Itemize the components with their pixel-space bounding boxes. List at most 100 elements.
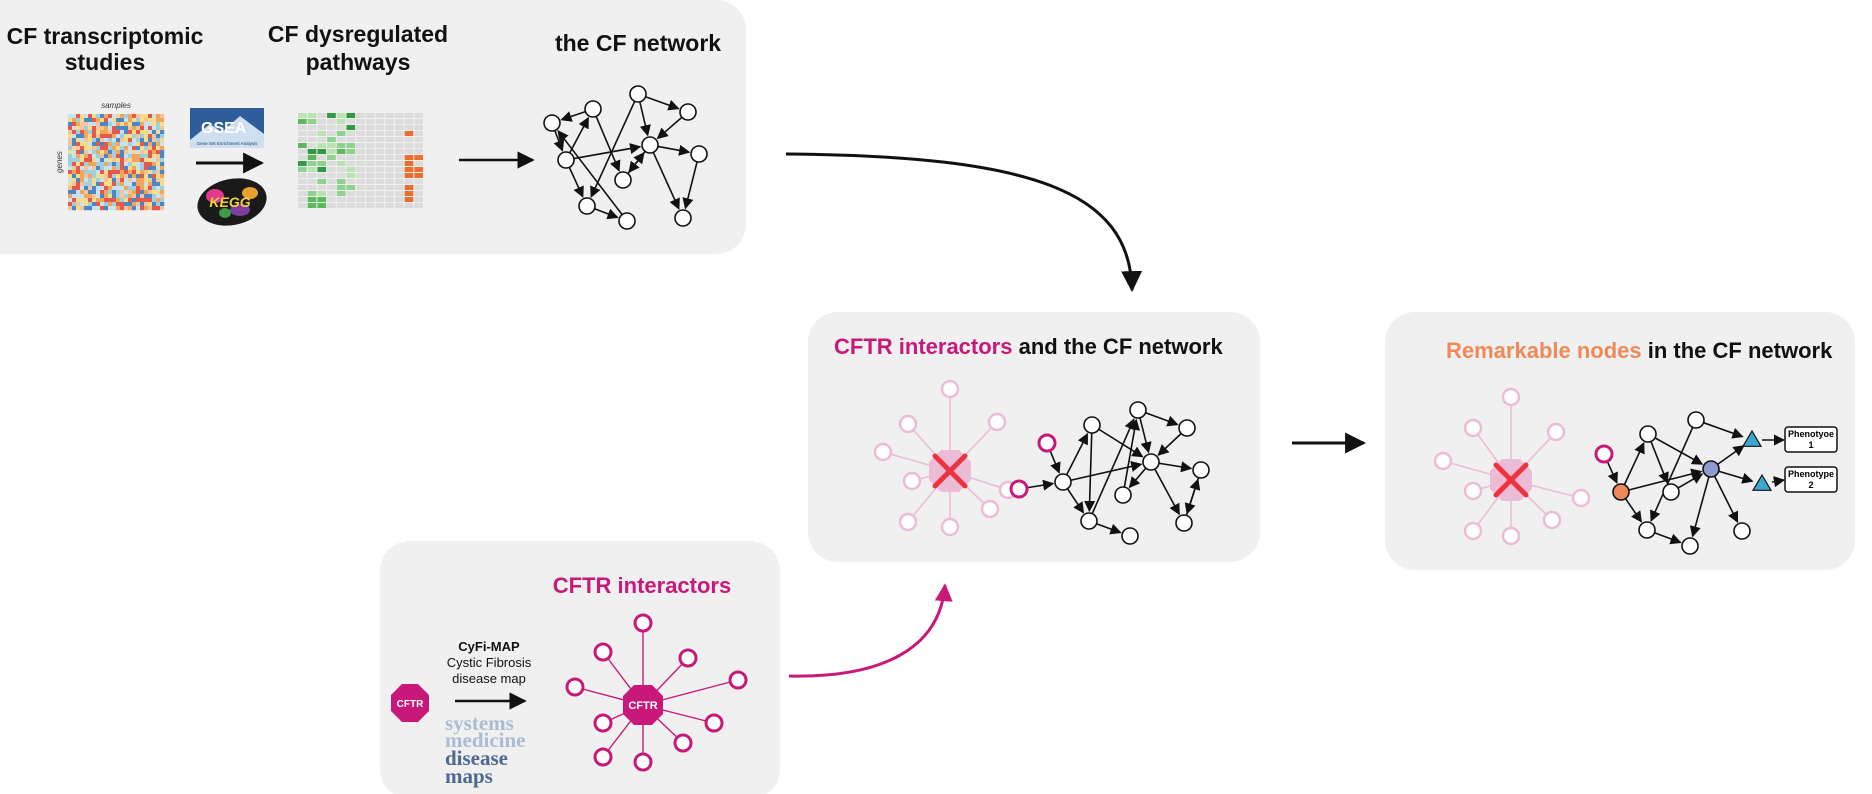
heatmap-cell bbox=[148, 182, 153, 187]
heatmap-cell bbox=[156, 182, 161, 187]
heatmap-cell bbox=[80, 150, 85, 155]
interactor-node bbox=[678, 648, 698, 668]
heatmap-cell bbox=[140, 150, 145, 155]
svg-text:maps: maps bbox=[445, 764, 493, 788]
interactor-node bbox=[593, 713, 613, 733]
heatmap-cell bbox=[112, 142, 117, 147]
pathway-cell bbox=[336, 203, 346, 208]
pathway-cell bbox=[375, 185, 385, 190]
heatmap-cell bbox=[92, 114, 97, 119]
heatmap-cell bbox=[96, 158, 101, 163]
heatmap-cell bbox=[84, 186, 89, 191]
heatmap-cell bbox=[148, 174, 153, 179]
interactor-node bbox=[728, 670, 748, 690]
heatmap-cell bbox=[84, 158, 89, 163]
network-edge bbox=[1070, 460, 1143, 482]
heatmap-cell bbox=[148, 146, 153, 151]
flow-arrow-interactors-to-merged bbox=[788, 583, 953, 678]
network-node bbox=[584, 100, 602, 118]
pathway-cell bbox=[307, 125, 317, 130]
pathway-cell bbox=[394, 149, 404, 154]
heatmap-cell bbox=[128, 118, 133, 123]
heatmap-cell bbox=[160, 174, 165, 179]
pathway-cell bbox=[327, 137, 336, 142]
heatmap-cell bbox=[108, 198, 113, 203]
heatmap-cell bbox=[112, 206, 117, 211]
network-edge bbox=[657, 144, 691, 156]
faded-interactor-node bbox=[873, 442, 893, 462]
heatmap-cell bbox=[72, 166, 77, 171]
heatmap-cell bbox=[152, 206, 157, 211]
heatmap-cell bbox=[76, 174, 81, 179]
heatmap-cell bbox=[140, 134, 145, 139]
pathway-cell bbox=[298, 173, 307, 178]
pathway-cell bbox=[356, 179, 365, 184]
pathway-cell bbox=[365, 161, 375, 166]
heatmap-cell bbox=[132, 158, 137, 163]
heatmap-cell bbox=[144, 190, 149, 195]
heatmap-cell bbox=[148, 158, 153, 163]
heatmap-cell bbox=[92, 190, 97, 195]
heatmap-cell bbox=[120, 122, 125, 127]
heatmap-cell bbox=[124, 134, 129, 139]
red-x-stroke bbox=[1493, 462, 1529, 498]
svg-text:Gene Set Enrichment Analysis: Gene Set Enrichment Analysis bbox=[197, 141, 259, 146]
heatmap-cell bbox=[128, 114, 133, 119]
heatmap-cell bbox=[96, 162, 101, 167]
heatmap-cell bbox=[76, 198, 81, 203]
pathway-cell bbox=[394, 179, 404, 184]
heatmap-cell bbox=[92, 158, 97, 163]
pathway-cell bbox=[346, 197, 356, 202]
faded-interactor-node bbox=[940, 517, 960, 537]
heatmap-cell bbox=[92, 118, 97, 123]
heatmap-cell bbox=[132, 126, 137, 131]
heatmap-cell bbox=[96, 118, 101, 123]
heatmap-cell bbox=[72, 150, 77, 155]
heatmap-cell bbox=[144, 202, 149, 207]
heatmap-cell bbox=[124, 178, 129, 183]
pathway-cell bbox=[298, 167, 307, 172]
pathway-cell bbox=[365, 143, 375, 148]
network-edge bbox=[1689, 476, 1710, 538]
heatmap-cell bbox=[132, 186, 137, 191]
heatmap-cell bbox=[92, 178, 97, 183]
pathway-cell bbox=[356, 167, 365, 172]
pathway-cell bbox=[327, 119, 336, 124]
heatmap-cell bbox=[152, 138, 157, 143]
pathway-cell bbox=[307, 143, 317, 148]
cf-network-graph bbox=[543, 85, 708, 230]
pathway-cell bbox=[385, 113, 394, 118]
heatmap-cell bbox=[144, 158, 149, 163]
faded-interactor-node bbox=[1546, 422, 1566, 442]
heatmap-cell bbox=[108, 202, 113, 207]
heatmap-cell bbox=[132, 118, 137, 123]
heatmap-cell bbox=[120, 186, 125, 191]
pathway-cell bbox=[336, 161, 346, 166]
heatmap-cell bbox=[108, 190, 113, 195]
heatmap-cell bbox=[156, 138, 161, 143]
heatmap-cell bbox=[100, 194, 105, 199]
heatmap-cell bbox=[124, 186, 129, 191]
heatmap-cell bbox=[152, 130, 157, 135]
pathway-cell bbox=[365, 137, 375, 142]
heatmap-cell bbox=[128, 134, 133, 139]
heatmap-cell bbox=[76, 118, 81, 123]
heatmap-cell bbox=[156, 154, 161, 159]
heatmap-cell bbox=[140, 118, 145, 123]
pathway-cell bbox=[346, 149, 356, 154]
heatmap-col-label: samples bbox=[101, 101, 131, 110]
heatmap-cell bbox=[108, 146, 113, 151]
heatmap-cell bbox=[76, 190, 81, 195]
heatmap-cell bbox=[152, 194, 157, 199]
heatmap-cell bbox=[80, 122, 85, 127]
pathway-cell bbox=[317, 191, 327, 196]
network-edge bbox=[1145, 412, 1179, 427]
heatmap-cell bbox=[140, 158, 145, 163]
heatmap-cell bbox=[136, 138, 141, 143]
heatmap-cell bbox=[84, 130, 89, 135]
pathway-cell bbox=[307, 173, 317, 178]
heatmap-cell bbox=[116, 134, 121, 139]
heatmap-cell bbox=[108, 170, 113, 175]
pathway-cell bbox=[385, 203, 394, 208]
heatmap-cell bbox=[140, 174, 145, 179]
